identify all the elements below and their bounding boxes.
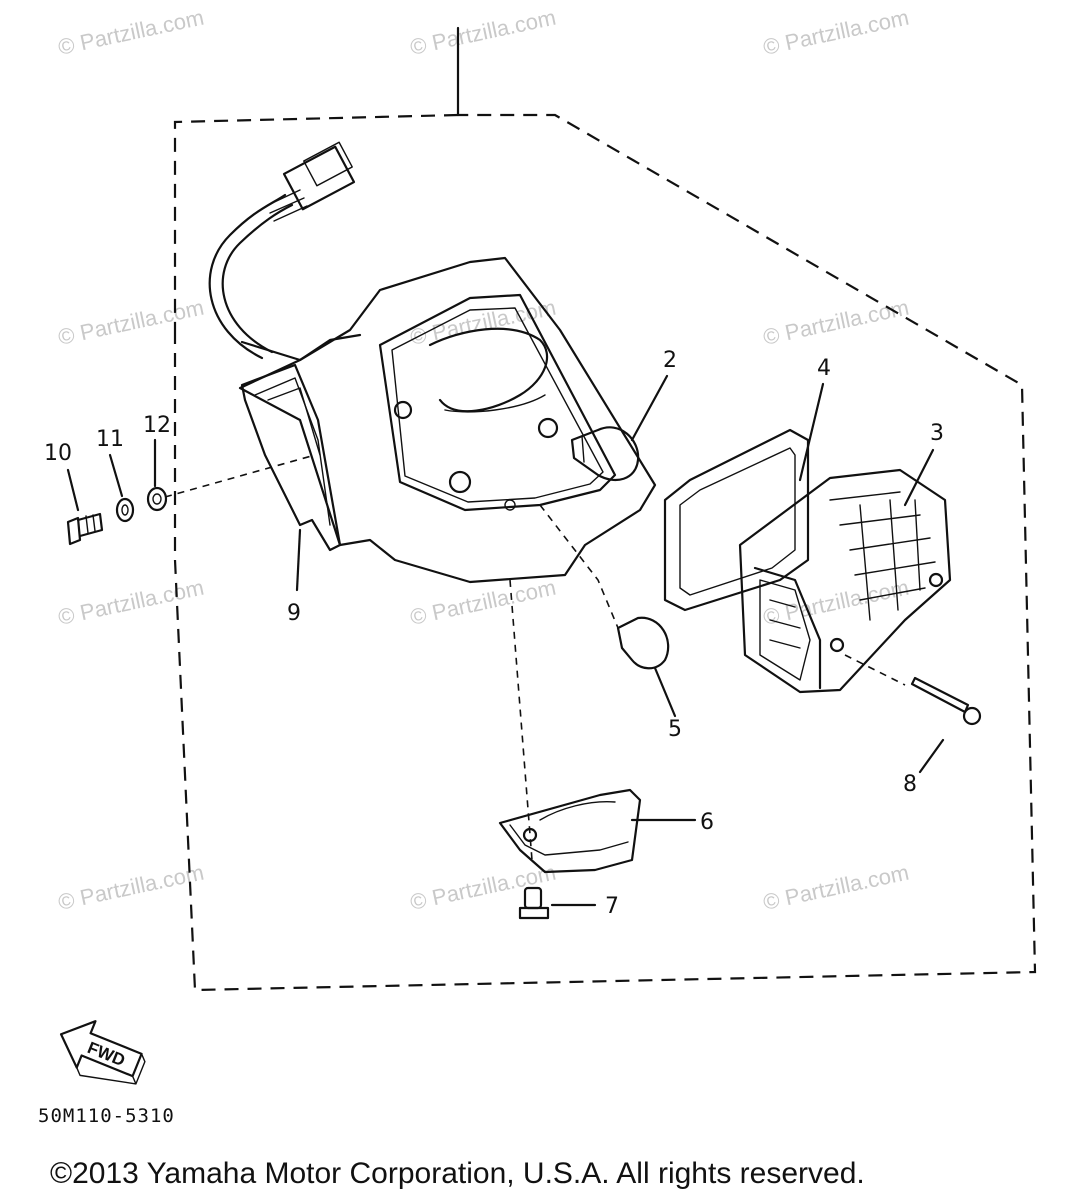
callout-9: 9	[287, 601, 301, 626]
diagram-code: 50M110-5310	[38, 1105, 175, 1127]
bulb-2	[570, 374, 669, 482]
callout-7: 7	[605, 894, 619, 919]
assembly-boundary	[173, 26, 1037, 992]
leader-9	[295, 528, 302, 592]
watermark: © Partzilla.com	[761, 575, 911, 630]
callout-5: 5	[668, 717, 682, 742]
lens-3	[738, 448, 952, 694]
forward-arrow-icon: FWD	[59, 1020, 146, 1085]
callout-3: 3	[930, 421, 944, 446]
callout-10: 10	[44, 441, 72, 466]
watermark: © Partzilla.com	[56, 295, 206, 350]
callout-2: 2	[663, 348, 677, 373]
bulb-5	[539, 504, 677, 718]
fasteners-10-11-12	[66, 438, 316, 546]
watermark: © Partzilla.com	[56, 5, 206, 60]
taillight-housing	[208, 141, 657, 584]
cover-6	[498, 579, 697, 874]
watermark: © Partzilla.com	[56, 575, 206, 630]
callout-11: 11	[96, 427, 124, 452]
watermark: © Partzilla.com	[761, 295, 911, 350]
watermark: © Partzilla.com	[408, 5, 558, 60]
watermark: © Partzilla.com	[408, 575, 558, 630]
copyright-notice: ©2013 Yamaha Motor Corporation, U.S.A. A…	[50, 1157, 865, 1190]
watermark: © Partzilla.com	[56, 860, 206, 915]
callout-6: 6	[700, 810, 714, 835]
screw-7	[518, 886, 597, 920]
callout-layer: 2 3 4 5 6 7 8 9 10 11 12	[44, 348, 944, 919]
watermark: © Partzilla.com	[761, 860, 911, 915]
callout-12: 12	[143, 413, 171, 438]
callout-8: 8	[903, 772, 917, 797]
bolt-8	[844, 654, 982, 774]
gasket-4	[663, 382, 825, 612]
callout-4: 4	[817, 356, 831, 381]
watermark: © Partzilla.com	[761, 5, 911, 60]
